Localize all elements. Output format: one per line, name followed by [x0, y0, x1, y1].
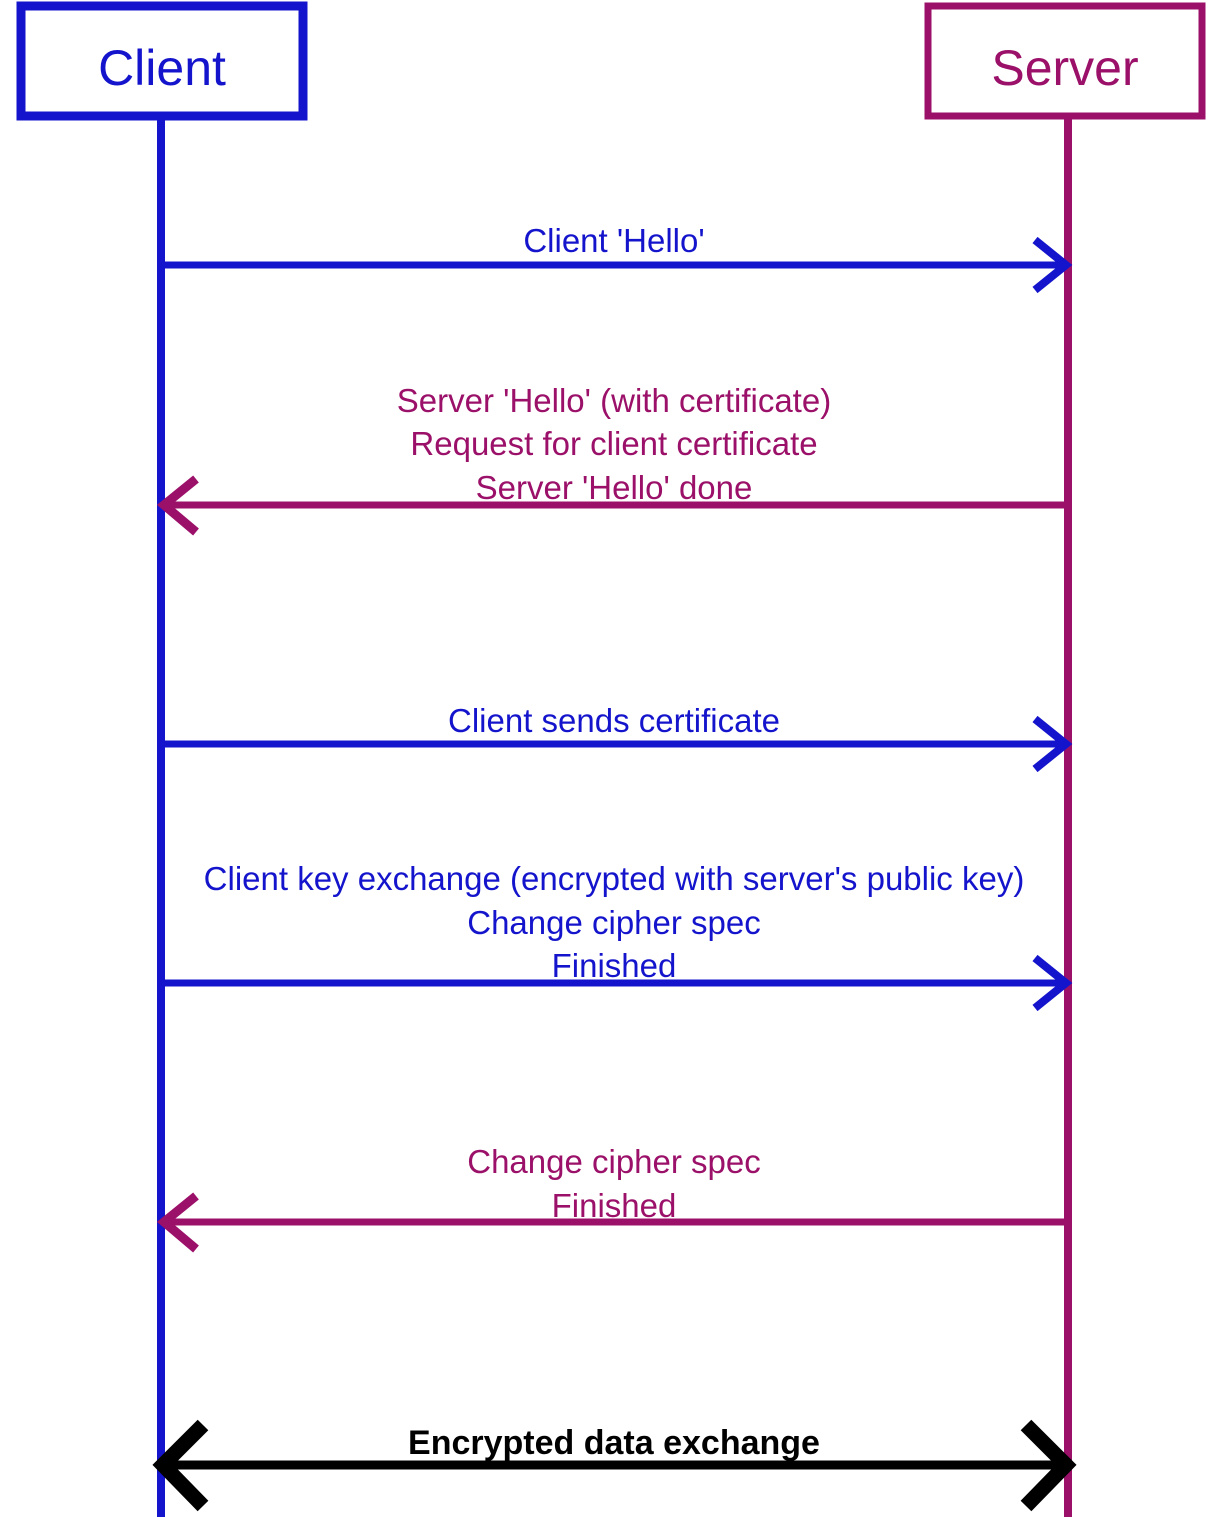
arrowhead-right-icon [1032, 954, 1073, 1012]
message-line-text: Server 'Hello' (with certificate) [397, 382, 831, 419]
arrowhead-left-icon [156, 1192, 199, 1253]
message-line-text: Change cipher spec [467, 1143, 761, 1180]
arrowhead-right-icon [1032, 236, 1073, 294]
message-line-text: Finished [552, 1187, 677, 1224]
arrowhead-left-icon [156, 475, 199, 536]
message-line-text: Change cipher spec [467, 904, 761, 941]
message-client-key-exchange: Client key exchange (encrypted with serv… [161, 860, 1073, 1012]
arrowhead-right-icon [1020, 1419, 1077, 1512]
actor-box-client[interactable] [16, 1, 308, 121]
message-line-text: Request for client certificate [410, 425, 817, 462]
message-client-hello: Client 'Hello' [161, 222, 1073, 294]
actor-label-client: Client [98, 40, 226, 96]
actor-label-server: Server [991, 40, 1138, 96]
actor-box-server[interactable] [924, 2, 1206, 120]
message-line-text: Finished [552, 947, 677, 984]
message-server-hello: Server 'Hello' (with certificate) Reques… [156, 382, 1068, 536]
message-line-text: Client 'Hello' [523, 222, 704, 259]
arrowhead-left-icon [152, 1419, 209, 1512]
message-line-text: Client key exchange (encrypted with serv… [204, 860, 1025, 897]
message-server-change-cipher: Change cipher spec Finished [156, 1143, 1068, 1253]
message-client-certificate: Client sends certificate [161, 702, 1073, 773]
message-line-text: Client sends certificate [448, 702, 780, 739]
message-line-text: Server 'Hello' done [476, 469, 753, 506]
message-encrypted-data-exchange: Encrypted data exchange [152, 1419, 1077, 1512]
message-line-text: Encrypted data exchange [408, 1424, 820, 1462]
arrowhead-right-icon [1032, 715, 1073, 773]
